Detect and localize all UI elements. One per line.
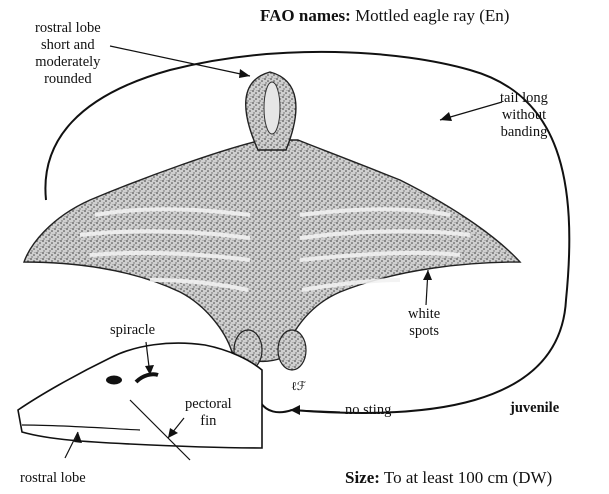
fao-value: Mottled eagle ray (En): [355, 6, 509, 25]
label-pectoral-fin: pectoral fin: [185, 396, 232, 430]
label-rostral-lobe-bottom: rostral lobe: [20, 470, 86, 487]
tail-scribble: ℓℱ: [291, 379, 307, 393]
size-label: Size:: [345, 468, 380, 487]
label-tail: tail long without banding: [500, 90, 548, 141]
eye-icon: [106, 376, 122, 385]
label-no-sting: no sting: [345, 402, 391, 419]
label-juvenile: juvenile: [510, 400, 559, 417]
label-rostral-lobe-top: rostral lobe short and moderately rounde…: [35, 20, 101, 88]
size-info: Size: To at least 100 cm (DW): [345, 468, 552, 488]
pelvic-fin-right: [278, 330, 306, 370]
ray-body: [24, 140, 520, 361]
head-groove: [264, 82, 280, 134]
size-value: To at least 100 cm (DW): [384, 468, 552, 487]
label-white-spots: white spots: [408, 306, 440, 340]
label-spiracle: spiracle: [110, 322, 155, 339]
fao-names: FAO names: Mottled eagle ray (En): [260, 6, 509, 26]
fao-label: FAO names:: [260, 6, 351, 25]
